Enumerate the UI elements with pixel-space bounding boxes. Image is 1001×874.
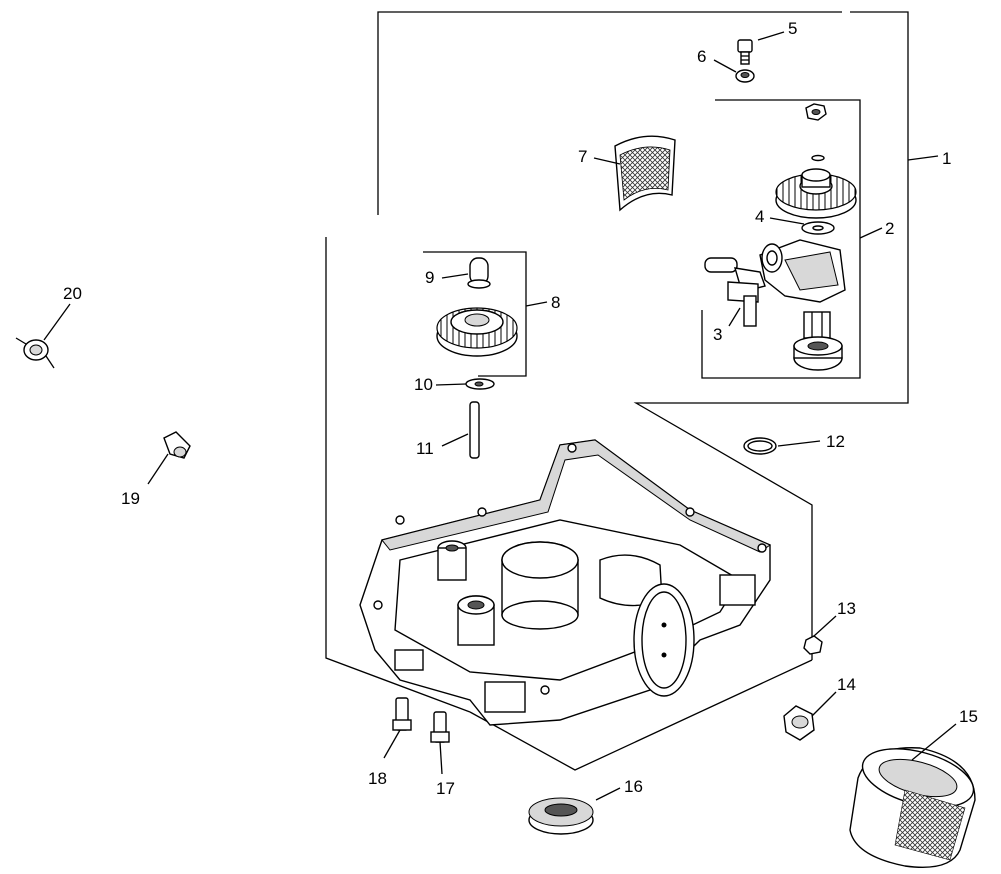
callout-19: 19 — [121, 489, 140, 508]
callout-2: 2 — [885, 219, 894, 238]
callout-14: 14 — [837, 675, 856, 694]
part-16-oil-seal — [528, 797, 594, 835]
assembly-outline-1 — [325, 11, 909, 771]
leader-lines — [43, 31, 957, 801]
callout-20: 20 — [63, 284, 82, 303]
callout-17: 17 — [436, 779, 455, 798]
callout-3: 3 — [713, 325, 722, 344]
callout-18: 18 — [368, 769, 387, 788]
part-10-washer — [465, 378, 495, 390]
part-14-drain-plug — [783, 705, 815, 741]
callout-6: 6 — [697, 47, 706, 66]
part-19-sensor — [163, 431, 191, 459]
assembly-outline-2 — [701, 99, 861, 379]
callout-9: 9 — [425, 268, 434, 287]
callout-7: 7 — [578, 147, 587, 166]
callout-11: 11 — [416, 439, 434, 458]
callout-5: 5 — [788, 19, 797, 38]
part-8-governor-gear — [436, 307, 518, 357]
callout-10: 10 — [414, 375, 433, 394]
part-5-bolt — [737, 39, 753, 65]
callout-1: 1 — [942, 149, 951, 168]
part-6-nut — [735, 69, 755, 83]
callout-13: 13 — [837, 599, 856, 618]
callout-15: 15 — [959, 707, 978, 726]
callout-labels: 1 2 3 4 5 6 7 8 9 10 11 12 13 14 15 16 1… — [63, 19, 978, 798]
part-17-bolt — [430, 711, 450, 743]
callout-4: 4 — [755, 207, 764, 226]
part-2-oil-pump-assembly — [704, 103, 857, 371]
part-18-bolt — [392, 697, 412, 731]
part-15-oil-filter — [849, 747, 976, 868]
oil-pan-housing — [359, 439, 772, 726]
part-11-shaft — [469, 401, 480, 459]
part-7-oil-screen — [614, 135, 676, 212]
callout-16: 16 — [624, 777, 643, 796]
callout-12: 12 — [826, 432, 845, 451]
part-9-pin — [467, 257, 491, 289]
part-20-switch — [15, 337, 55, 369]
part-12-o-ring — [743, 437, 777, 455]
assembly-outline-8 — [423, 251, 527, 377]
callout-8: 8 — [551, 293, 560, 312]
part-13-plug — [803, 635, 823, 655]
